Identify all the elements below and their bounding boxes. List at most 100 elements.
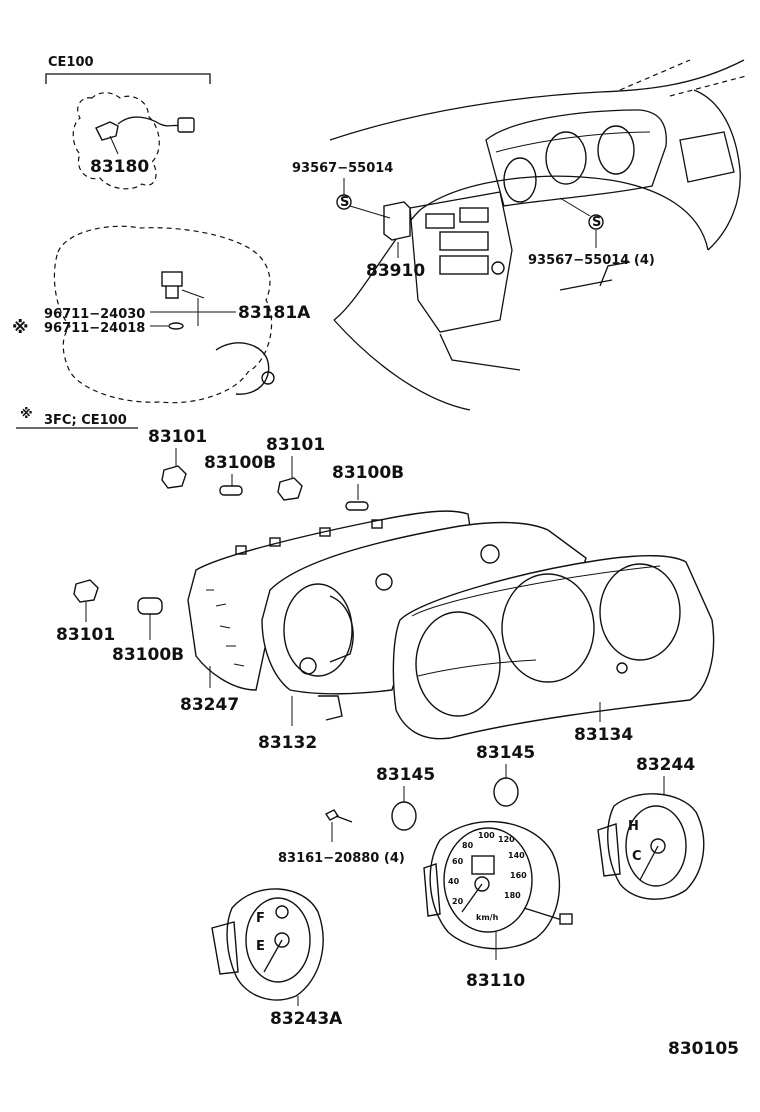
dash-windshield-line-a bbox=[619, 59, 691, 91]
s-mark-b: S bbox=[592, 215, 601, 230]
fuel-gauge-body bbox=[226, 888, 324, 1001]
fuel-gauge-mount bbox=[211, 921, 239, 975]
speedometer-cable bbox=[523, 907, 563, 921]
part-83180-group: 83180 bbox=[72, 92, 195, 190]
part-83134-group: 83134 bbox=[392, 555, 715, 745]
label-83101-a: 83101 bbox=[148, 427, 207, 447]
fuel-gauge-e: E bbox=[256, 939, 265, 954]
dash-gauge-right bbox=[597, 125, 635, 175]
label-83101-c: 83101 bbox=[56, 625, 115, 645]
screw-83161-head bbox=[324, 809, 340, 821]
dashboard-group: 83910 S 93567−55014 S 93567−55014 (4) bbox=[292, 59, 747, 411]
speed-180: 180 bbox=[504, 891, 521, 900]
leader-93567a-to-switch bbox=[349, 205, 391, 219]
speedometer-scale: 20 40 60 80 100 120 140 160 180 km/h bbox=[448, 831, 527, 922]
speed-80: 80 bbox=[462, 841, 474, 850]
asterisk-mark-1: ※ bbox=[12, 318, 29, 338]
ce100-bracket bbox=[45, 73, 211, 84]
speedometer-face bbox=[443, 827, 533, 933]
dash-glovebox-latch bbox=[599, 261, 631, 287]
label-83101-b: 83101 bbox=[266, 435, 325, 455]
label-83244: 83244 bbox=[636, 755, 695, 775]
speedometer-body bbox=[429, 820, 561, 950]
dash-bottom-curve bbox=[333, 319, 471, 411]
faceplate-window-left bbox=[415, 611, 501, 717]
label-83134: 83134 bbox=[574, 725, 633, 745]
bulb-83100b-b bbox=[345, 501, 369, 511]
label-96711b: 96711−24018 bbox=[44, 321, 145, 336]
label-83247: 83247 bbox=[180, 695, 239, 715]
gasket-96711b bbox=[168, 322, 184, 330]
speedometer-odometer bbox=[471, 855, 495, 875]
note-3fc-ce100: ※ 3FC; CE100 bbox=[16, 407, 138, 429]
faceplate-window-center bbox=[501, 573, 595, 683]
label-83161: 83161−20880 (4) bbox=[278, 851, 405, 866]
circuit-hole-a bbox=[235, 545, 247, 555]
dash-cluster-hood bbox=[485, 109, 667, 207]
label-83145-b: 83145 bbox=[476, 743, 535, 763]
dash-right-edge bbox=[693, 89, 741, 251]
faceplate-window-right bbox=[599, 563, 681, 661]
case-opening-left bbox=[283, 583, 353, 677]
s-mark-a: S bbox=[340, 195, 349, 210]
speed-40: 40 bbox=[448, 877, 460, 886]
figure-number: 830105 bbox=[668, 1039, 739, 1059]
part-83181a-group: 96711−24030 96711−24018 ※ 83181A bbox=[12, 225, 311, 404]
engine-pulley-bolt bbox=[261, 371, 275, 385]
screw-83161-shank bbox=[335, 815, 353, 823]
socket-83101-a bbox=[161, 465, 187, 489]
case-socket-hole bbox=[299, 657, 317, 675]
faceplate-top-rim bbox=[411, 565, 661, 617]
faceplate-83134 bbox=[392, 555, 715, 740]
case-socket-hole-3 bbox=[480, 544, 500, 564]
leader-83180 bbox=[109, 135, 119, 155]
speed-140: 140 bbox=[508, 851, 525, 860]
dash-lower-edge bbox=[333, 175, 709, 321]
faceplate-knob bbox=[616, 662, 628, 674]
note-3fc-text: 3FC; CE100 bbox=[44, 413, 127, 428]
dash-heater-panel bbox=[439, 255, 489, 275]
dash-windshield-line-b bbox=[669, 75, 747, 97]
engine-block-outline bbox=[72, 92, 160, 190]
socket-83101-c bbox=[73, 579, 99, 603]
case-bracket bbox=[318, 695, 343, 721]
label-83181a: 83181A bbox=[238, 303, 311, 323]
bulbs-group: 83101 83100B 83101 83100B 83101 83100B bbox=[56, 427, 404, 665]
circuit-hole-b bbox=[269, 537, 281, 547]
label-96711a: 96711−24030 bbox=[44, 307, 145, 322]
label-83100b-a: 83100B bbox=[204, 453, 276, 473]
dash-center-console bbox=[409, 191, 513, 333]
knob-83145-a bbox=[391, 801, 417, 831]
temp-gauge-mount bbox=[597, 823, 621, 877]
dash-glovebox-line bbox=[559, 279, 613, 291]
temp-gauge-h: H bbox=[628, 819, 639, 834]
label-83180: 83180 bbox=[90, 157, 149, 177]
speed-unit: km/h bbox=[476, 913, 499, 922]
label-83100b-b: 83100B bbox=[332, 463, 404, 483]
screw-93567-b bbox=[588, 214, 604, 230]
label-83910: 83910 bbox=[366, 261, 425, 281]
speedometer-needle bbox=[461, 883, 483, 913]
case-socket-hole-2 bbox=[375, 573, 393, 591]
bulb-83100b-a bbox=[219, 485, 243, 496]
label-83132: 83132 bbox=[258, 733, 317, 753]
fuel-gauge-face bbox=[245, 897, 311, 983]
dash-gauge-left bbox=[503, 157, 537, 203]
fuel-gauge-needle bbox=[263, 939, 283, 973]
speed-120: 120 bbox=[498, 835, 515, 844]
speed-20: 20 bbox=[452, 897, 464, 906]
switch-83181a-thread bbox=[165, 286, 179, 299]
dash-console-lower bbox=[439, 333, 521, 371]
dash-vent-b bbox=[459, 207, 489, 223]
engine-pulley bbox=[215, 342, 270, 395]
label-93567b: 93567−55014 (4) bbox=[528, 253, 655, 268]
part-83110-group: 20 40 60 80 100 120 140 160 180 km/h 831… bbox=[423, 820, 573, 991]
bulb-83100b-c bbox=[137, 597, 163, 615]
speedometer-mount bbox=[423, 863, 441, 917]
sensor-83180-connector bbox=[177, 117, 195, 133]
speedometer-cable-end bbox=[559, 913, 573, 925]
label-83145-a: 83145 bbox=[376, 765, 435, 785]
speed-60: 60 bbox=[452, 857, 464, 866]
sensor-83180-body bbox=[95, 121, 119, 141]
